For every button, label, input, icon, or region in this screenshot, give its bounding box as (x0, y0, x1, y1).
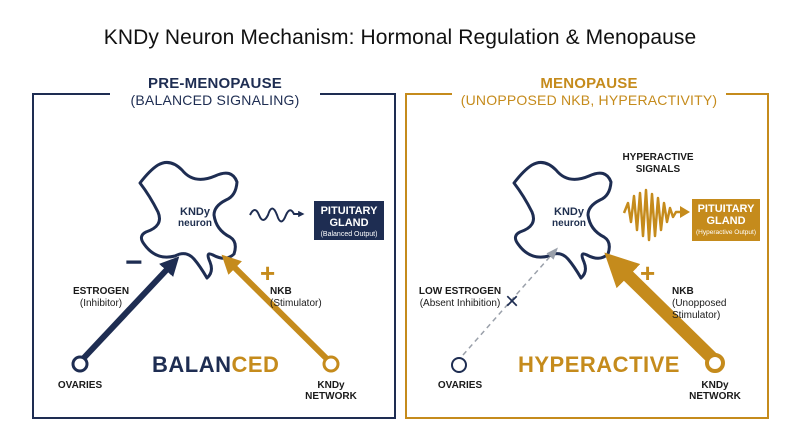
left-pituitary-title-2-visible: GLAND (314, 217, 384, 229)
left-heading-subtitle: (BALANCED SIGNALING) (130, 92, 300, 108)
left-pituitary-gland-text: GLAND (329, 217, 369, 229)
left-pituitary-box: PITUITARY GLAND GLAND (Balanced Output) (314, 201, 384, 240)
diagram-title: KNDy Neuron Mechanism: Hormonal Regulati… (103, 26, 697, 49)
left-pituitary-caption: (Balanced Output) (320, 231, 378, 238)
left-output-wave (249, 207, 305, 223)
right-neuron-label: KNDy neuron (544, 206, 594, 229)
right-network-node (705, 353, 725, 373)
right-pituitary-title-1: PITUITARY (697, 203, 755, 215)
right-nkb-label: NKB (Unopposed Stimulator) (672, 286, 752, 322)
right-network-line1: KNDy (701, 380, 729, 391)
left-ovaries-node (71, 355, 89, 373)
left-heading-title: PRE-MENOPAUSE (147, 75, 282, 92)
right-pituitary-box: PITUITARY GLAND (Hyperactive Output) (692, 199, 760, 241)
left-neuron-label: KNDy neuron (170, 206, 220, 229)
right-output-wave (622, 188, 683, 242)
left-status-part-2: CED (231, 352, 280, 377)
left-minus-sign: − (125, 246, 143, 279)
left-panel-heading: PRE-MENOPAUSE (BALANCED SIGNALING) (110, 75, 320, 109)
left-network-line2: NETWORK (305, 391, 357, 402)
left-network-line1: KNDy (317, 380, 345, 391)
right-plus-sign: + (640, 258, 656, 288)
left-plus-sign: + (260, 258, 276, 288)
right-pituitary-title-2: GLAND (706, 215, 746, 227)
right-signal-label: HYPERACTIVE SIGNALS (608, 152, 708, 176)
left-nkb-label: NKB (Stimulator) (264, 286, 350, 310)
right-signal-line2: SIGNALS (635, 164, 681, 175)
right-ovaries-label: OVARIES (437, 380, 483, 391)
right-nkb-sub-2: Stimulator) (672, 310, 721, 321)
right-heading-subtitle: (UNOPPOSED NKB, HYPERACTIVITY) (460, 92, 718, 108)
right-heading-title: MENOPAUSE (540, 75, 638, 92)
right-estrogen-dashed-arrow (462, 247, 558, 356)
right-nkb-title: NKB (672, 286, 694, 297)
right-status-word: HYPERACTIVE (518, 352, 680, 377)
left-network-label: KNDy NETWORK (300, 380, 362, 402)
left-neuron-label-line2: neuron (178, 218, 212, 229)
right-panel-heading: MENOPAUSE (UNOPPOSED NKB, HYPERACTIVITY) (452, 75, 726, 109)
right-nkb-arrow (604, 252, 717, 363)
left-estrogen-sub: (Inhibitor) (79, 298, 123, 309)
right-nkb-sub-1: (Unopposed (672, 298, 727, 309)
left-status-word: BALANCED (152, 352, 279, 378)
left-estrogen-label: ESTROGEN (Inhibitor) (62, 286, 140, 310)
right-estrogen-sub: (Absent Inhibition) (419, 298, 501, 309)
left-nkb-arrow (221, 254, 333, 365)
right-signal-line1: HYPERACTIVE (622, 152, 694, 163)
right-neuron-label-line2: neuron (552, 218, 586, 229)
left-nkb-sub: (Stimulator) (270, 298, 322, 309)
left-status-part-1: BALAN (152, 352, 232, 377)
left-network-node (322, 355, 340, 373)
right-blocked-mark: × (505, 288, 520, 315)
left-ovaries-label: OVARIES (57, 380, 103, 391)
right-neuron-label-line1: KNDy (554, 206, 584, 218)
left-pituitary-title-1: PITUITARY (320, 205, 378, 217)
right-estrogen-label: LOW ESTROGEN (Absent Inhibition) (408, 286, 512, 310)
right-neuron-icon (512, 160, 613, 280)
left-nkb-title: NKB (270, 286, 292, 297)
right-network-line2: NETWORK (689, 391, 741, 402)
left-estrogen-title: ESTROGEN (72, 286, 130, 297)
right-pituitary-caption: (Hyperactive Output) (696, 229, 756, 236)
right-estrogen-title: LOW ESTROGEN (418, 286, 502, 297)
right-network-label: KNDy NETWORK (684, 380, 746, 402)
right-output-arrowhead (680, 206, 690, 218)
right-ovaries-node (451, 357, 467, 373)
left-neuron-label-line1: KNDy (180, 206, 210, 218)
left-estrogen-arrow (77, 256, 180, 365)
left-neuron-icon (138, 160, 239, 280)
